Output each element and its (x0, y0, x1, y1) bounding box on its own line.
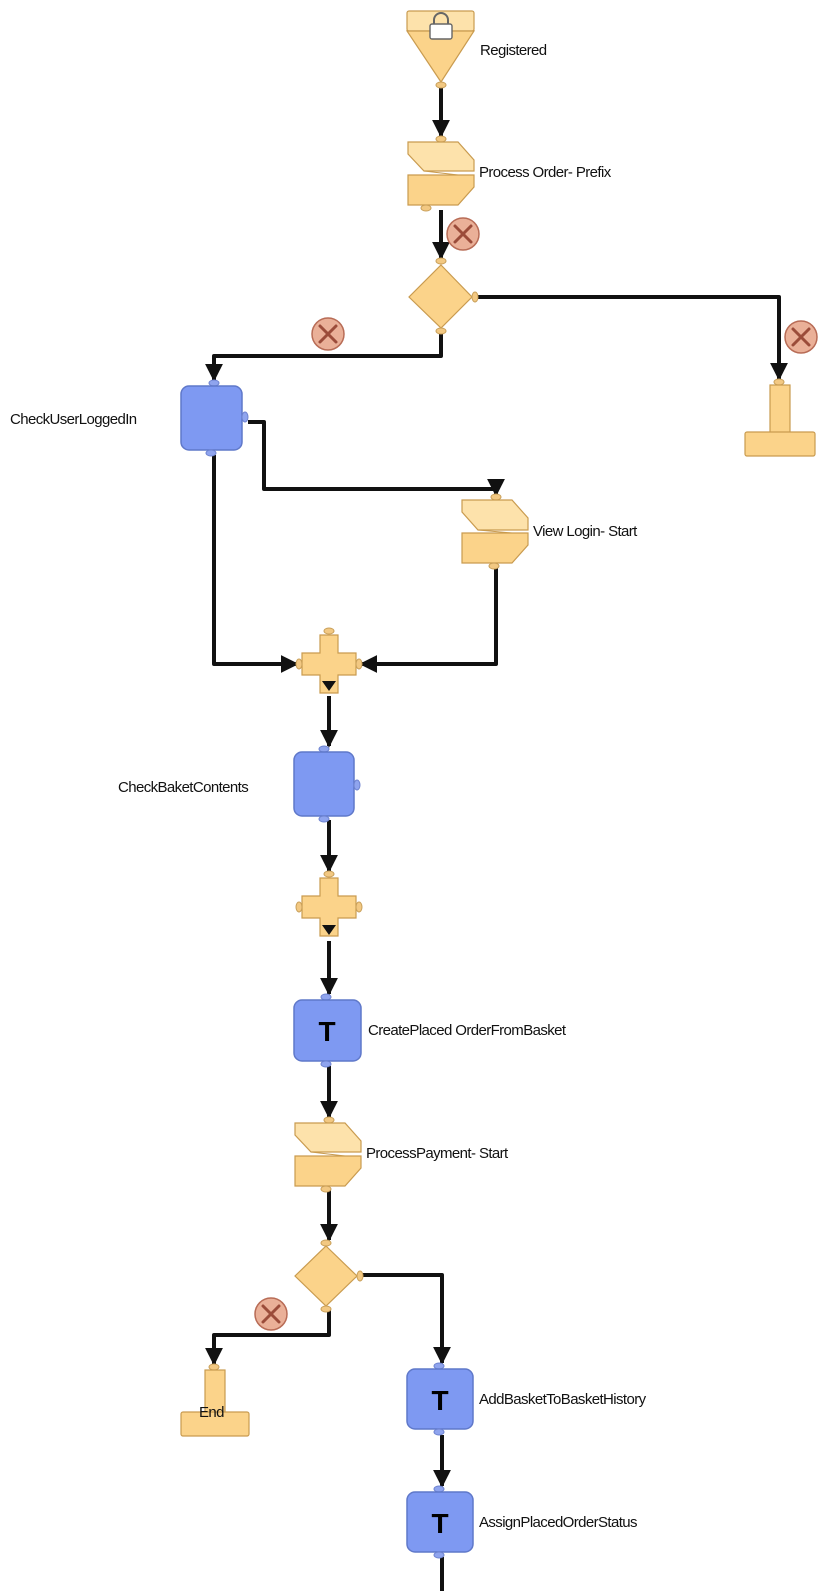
connector-decision2-to-end[interactable] (205, 1310, 331, 1366)
connector-decision-to-check-user[interactable] (205, 330, 443, 382)
decision-node[interactable] (294, 1239, 364, 1313)
call-node-label: ProcessPayment- Start (366, 1145, 509, 1162)
end-node[interactable]: End (180, 1363, 250, 1437)
start-node-registered[interactable]: Registered (405, 10, 547, 89)
connector-decision-to-right-end[interactable] (472, 295, 788, 381)
pipelet-add-basket-to-history[interactable]: T AddBasketToBasketHistory (406, 1362, 647, 1436)
connector-decision2-to-add-basket[interactable] (358, 1273, 451, 1365)
error-icon[interactable] (446, 217, 480, 251)
connector-check-user-to-view-login[interactable] (248, 420, 505, 497)
call-node-label: View Login- Start (533, 523, 638, 540)
connectors (205, 88, 788, 1591)
connector-view-login-to-join[interactable] (359, 566, 498, 673)
end-node-right[interactable] (744, 378, 816, 457)
connector-check-user-to-join[interactable] (212, 455, 299, 673)
pipelet-check-user-logged-in[interactable]: CheckUserLoggedIn (10, 379, 249, 457)
call-node-process-payment-start[interactable]: ProcessPayment- Start (294, 1116, 510, 1193)
join-node[interactable] (295, 870, 363, 937)
pipelet-label: CreatePlaced OrderFromBasket (368, 1022, 567, 1039)
pipelet-label: AssignPlacedOrderStatus (479, 1514, 637, 1531)
pipelet-label: CheckBaketContents (118, 779, 248, 796)
error-icon[interactable] (311, 317, 345, 351)
join-node[interactable] (295, 627, 363, 694)
transaction-icon: T (318, 1016, 335, 1047)
error-markers (254, 217, 818, 1331)
decision-node[interactable] (408, 257, 479, 335)
pipelet-assign-placed-order-status[interactable]: T AssignPlacedOrderStatus (406, 1485, 638, 1559)
pipelet-check-basket-contents[interactable]: CheckBaketContents (118, 745, 361, 823)
call-node-view-login-start[interactable]: View Login- Start (461, 493, 639, 570)
pipelet-label: CheckUserLoggedIn (10, 411, 137, 428)
error-icon[interactable] (784, 320, 818, 354)
pipelet-label: AddBasketToBasketHistory (479, 1391, 647, 1408)
end-node-label: End (199, 1404, 224, 1421)
pipelet-create-placed-order[interactable]: T CreatePlaced OrderFromBasket (293, 993, 567, 1068)
call-node-label: Process Order- Prefix (479, 164, 612, 181)
transaction-icon: T (431, 1508, 448, 1539)
lock-icon (429, 12, 453, 40)
call-node-process-order-prefix[interactable]: Process Order- Prefix (407, 135, 612, 212)
start-node-label: Registered (480, 42, 547, 59)
error-icon[interactable] (254, 1297, 288, 1331)
transaction-icon: T (431, 1385, 448, 1416)
